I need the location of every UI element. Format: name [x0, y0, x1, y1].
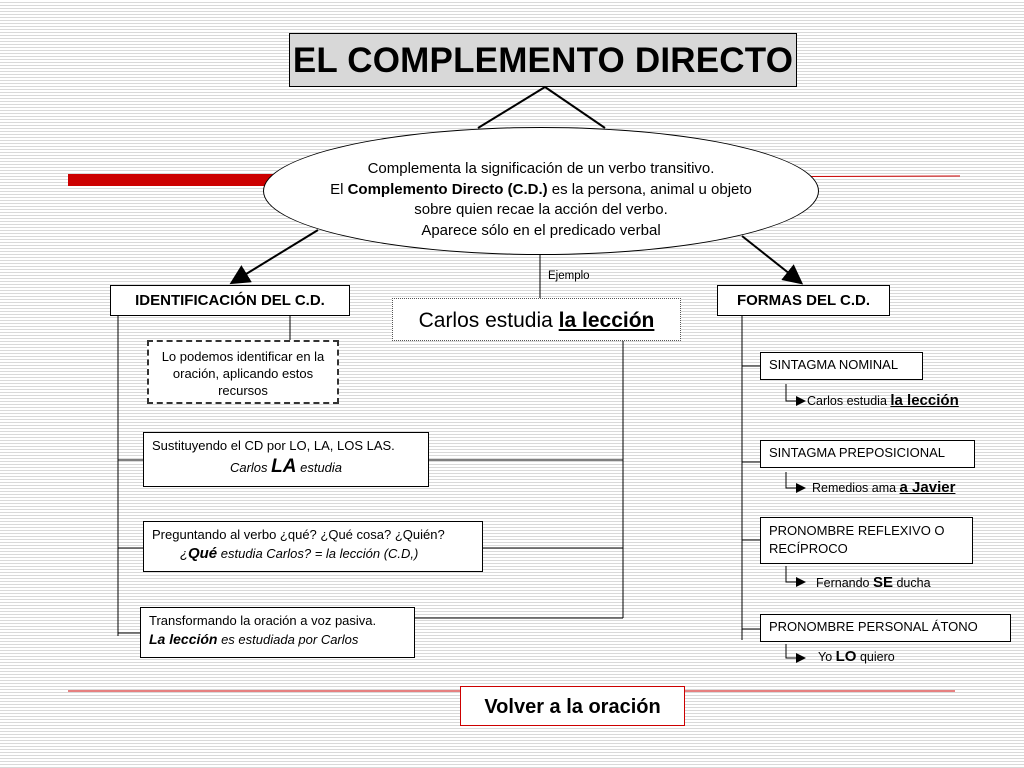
form-item: SINTAGMA NOMINAL	[760, 352, 923, 380]
method-example: ¿Qué estudia Carlos? = la lección (C.D,)	[180, 545, 419, 562]
method-example: La lección es estudiada por Carlos	[149, 631, 359, 647]
method-card: Transformando la oración a voz pasiva. L…	[140, 607, 415, 658]
method-example: Carlos LA estudia	[229, 456, 343, 477]
forms-header: FORMAS DEL C.D.	[717, 285, 890, 316]
back-to-sentence-button[interactable]: Volver a la oración	[460, 686, 685, 726]
identification-intro: Lo podemos identificar en la oración, ap…	[147, 340, 339, 404]
identification-header: IDENTIFICACIÓN DEL C.D.	[110, 285, 350, 316]
definition-line-1: Complementa la significación de un verbo…	[367, 160, 715, 177]
method-text: Preguntando al verbo ¿qué? ¿Qué cosa? ¿Q…	[152, 527, 445, 542]
definition-line-3: sobre quien recae la acción del verbo.	[414, 201, 668, 218]
definition-ellipse: Complementa la significación de un verbo…	[263, 127, 819, 255]
form-example: Remedios ama a Javier	[812, 479, 956, 496]
example-sentence: Carlos estudia la lección	[392, 298, 681, 341]
example-label: Ejemplo	[548, 270, 590, 282]
form-example: Fernando SE ducha	[816, 574, 931, 591]
definition-line-2: El Complemento Directo (C.D.) es la pers…	[330, 180, 752, 198]
method-card: Sustituyendo el CD por LO, LA, LOS LAS. …	[143, 432, 429, 487]
definition-line-4: Aparece sólo en el predicado verbal	[421, 221, 661, 239]
method-text: Transformando la oración a voz pasiva.	[149, 613, 377, 628]
form-example: Carlos estudia la lección	[807, 392, 959, 409]
page-title: EL COMPLEMENTO DIRECTO	[289, 33, 797, 87]
form-item: PRONOMBRE PERSONAL ÁTONO	[760, 614, 1011, 642]
form-item: PRONOMBRE REFLEXIVO O RECÍPROCO	[760, 517, 973, 564]
method-card: Preguntando al verbo ¿qué? ¿Qué cosa? ¿Q…	[143, 521, 483, 572]
method-text: Sustituyendo el CD por LO, LA, LOS LAS.	[152, 438, 395, 453]
form-example: Yo LO quiero	[818, 648, 895, 665]
form-item: SINTAGMA PREPOSICIONAL	[760, 440, 975, 468]
